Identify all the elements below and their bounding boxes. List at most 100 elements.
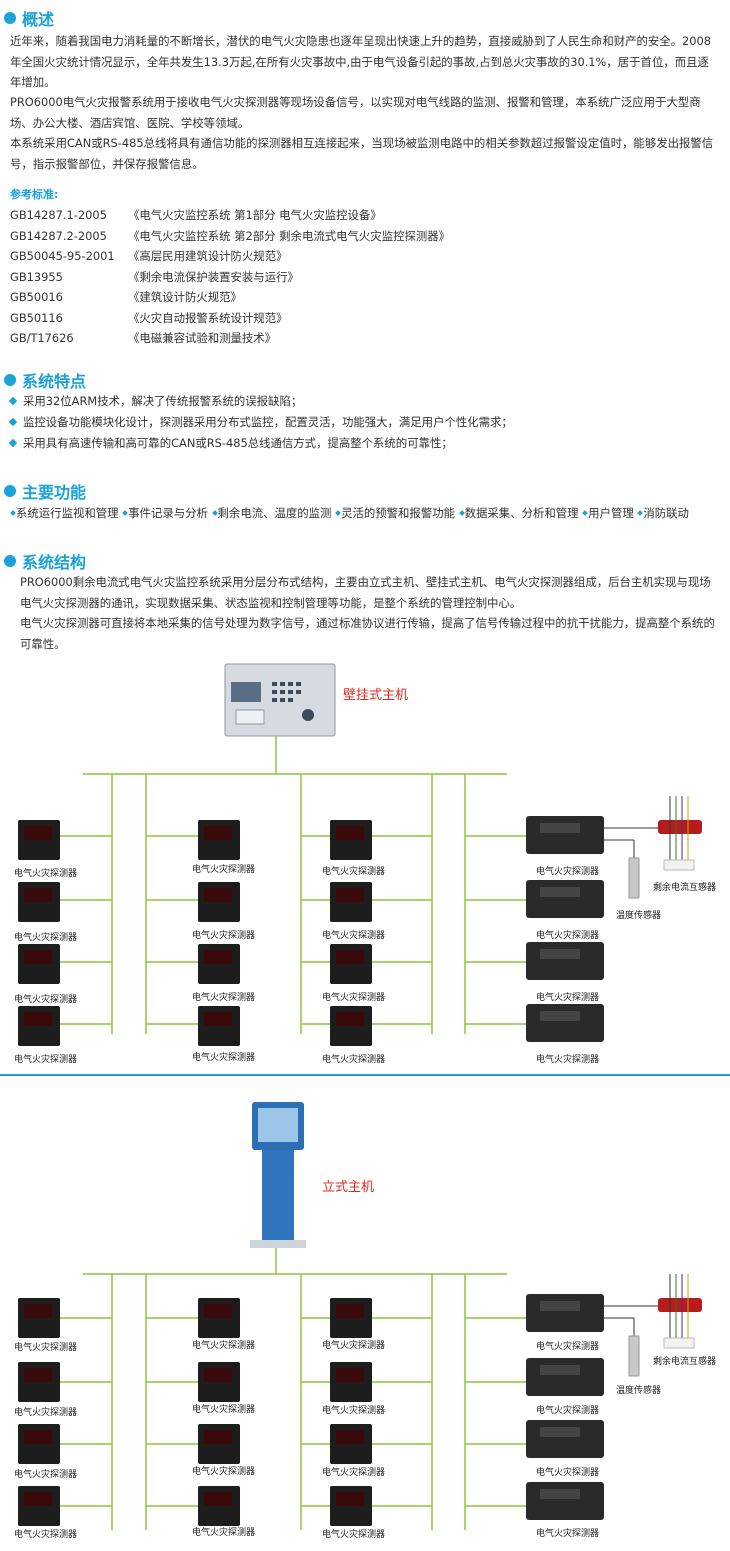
detector-label: 电气火灾探测器 bbox=[14, 995, 78, 1005]
stand-detector-column-1 bbox=[18, 1298, 60, 1526]
feature-item: 采用32位ARM技术，解决了传统报警系统的误报缺陷； bbox=[8, 391, 303, 411]
detector-label: 电气火灾探测器 bbox=[322, 1341, 386, 1351]
detector-label: 电气火灾探测器 bbox=[14, 1530, 78, 1540]
detector-label: 电气火灾探测器 bbox=[536, 993, 600, 1003]
stand-host-device bbox=[250, 1102, 306, 1248]
detector-label: 电气火灾探测器 bbox=[14, 1470, 78, 1480]
detector-label: 电气火灾探测器 bbox=[322, 1406, 386, 1416]
structure-paragraph-2: 电气火灾探测器可直接将本地采集的信号处理为数字信号，通过标准协议进行传输，提高了… bbox=[20, 616, 715, 651]
detector-label: 电气火灾探测器 bbox=[192, 993, 256, 1003]
feature-text: 监控设备功能模块化设计，探测器采用分布式监控，配置灵活，功能强大，满足用户个性化… bbox=[23, 415, 513, 429]
detector-label: 电气火灾探测器 bbox=[14, 933, 78, 943]
detector-label: 电气火灾探测器 bbox=[322, 1530, 386, 1540]
feature-text: 采用具有高速传输和高可靠的CAN或RS-485总线通信方式，提高整个系统的可靠性… bbox=[23, 436, 453, 450]
bullet-dot-icon bbox=[4, 12, 16, 24]
function-item: 用户管理 bbox=[588, 506, 634, 520]
ct-sensor-label: 剩余电流互感器 bbox=[653, 883, 717, 893]
diamond-bullet-icon bbox=[8, 417, 18, 426]
diamond-bullet-icon bbox=[458, 509, 465, 516]
detector-label: 电气火灾探测器 bbox=[192, 1341, 256, 1351]
standard-name: 《电磁兼容试验和测量技术》 bbox=[128, 331, 277, 345]
standard-code: GB50016 bbox=[10, 290, 63, 304]
structure-title: 系统结构 bbox=[22, 553, 87, 572]
detector-label: 电气火灾探测器 bbox=[192, 1053, 256, 1063]
function-item: 剩余电流、温度的监测 bbox=[217, 506, 332, 520]
stand-detector-column-3 bbox=[330, 1298, 372, 1526]
detector-label: 电气火灾探测器 bbox=[536, 931, 600, 941]
detector-label: 电气火灾探测器 bbox=[322, 931, 386, 941]
detector-label: 电气火灾探测器 bbox=[536, 867, 600, 877]
standard-code: GB/T17626 bbox=[10, 331, 74, 345]
standard-code: GB50116 bbox=[10, 311, 63, 325]
standard-name: 《电气火灾监控系统 第2部分 剩余电流式电气火灾监控探测器》 bbox=[128, 229, 451, 243]
overview-title: 概述 bbox=[22, 10, 55, 29]
detector-label: 电气火灾探测器 bbox=[322, 1055, 386, 1065]
detector-label: 电气火灾探测器 bbox=[192, 865, 256, 875]
bullet-dot-icon bbox=[4, 374, 16, 386]
detector-label: 电气火灾探测器 bbox=[536, 1468, 600, 1478]
detector-label: 电气火灾探测器 bbox=[192, 931, 256, 941]
bullet-dot-icon bbox=[4, 555, 16, 567]
diamond-bullet-icon bbox=[8, 438, 18, 447]
standard-code: GB50045-95-2001 bbox=[10, 249, 115, 263]
overview-paragraph-1: 近年来，随着我国电力消耗量的不断增长，潜伏的电气火灾隐患也逐年呈现出快速上升的趋… bbox=[10, 34, 712, 89]
standard-name: 《剩余电流保护装置安装与运行》 bbox=[128, 270, 299, 284]
detector-label: 电气火灾探测器 bbox=[322, 1468, 386, 1478]
diamond-bullet-icon bbox=[8, 396, 18, 405]
overview-paragraph-3: 本系统采用CAN或RS-485总线将具有通信功能的探测器相互连接起来，当现场被监… bbox=[10, 136, 714, 171]
detector-label: 电气火灾探测器 bbox=[192, 1467, 256, 1477]
detector-label: 电气火灾探测器 bbox=[14, 869, 78, 879]
stand-detector-column-4 bbox=[526, 1294, 604, 1520]
detector-label: 电气火灾探测器 bbox=[14, 1343, 78, 1353]
standard-code: GB14287.1-2005 bbox=[10, 208, 107, 222]
overview-heading: 概述 bbox=[4, 6, 54, 30]
function-item: 灵活的预警和报警功能 bbox=[341, 506, 455, 520]
detector-label: 电气火灾探测器 bbox=[536, 1406, 600, 1416]
detector-label: 电气火灾探测器 bbox=[536, 1055, 600, 1065]
function-item: 系统运行监视和管理 bbox=[16, 506, 119, 520]
wall-host-device bbox=[224, 663, 336, 737]
stand-detector-column-2 bbox=[198, 1298, 240, 1526]
standard-name: 《建筑设计防火规范》 bbox=[128, 290, 242, 304]
structure-heading: 系统结构 bbox=[4, 549, 86, 573]
feature-item: 监控设备功能模块化设计，探测器采用分布式监控，配置灵活，功能强大，满足用户个性化… bbox=[8, 412, 513, 432]
feature-item: 采用具有高速传输和高可靠的CAN或RS-485总线通信方式，提高整个系统的可靠性… bbox=[8, 433, 453, 453]
wall-detector-column-1 bbox=[18, 820, 60, 1046]
wall-detector-column-4 bbox=[526, 816, 604, 1042]
detector-label: 电气火灾探测器 bbox=[14, 1055, 78, 1065]
standard-code: GB14287.2-2005 bbox=[10, 229, 107, 243]
functions-heading: 主要功能 bbox=[4, 479, 86, 503]
stand-bus-lines bbox=[60, 1248, 528, 1530]
feature-text: 采用32位ARM技术，解决了传统报警系统的误报缺陷； bbox=[23, 394, 303, 408]
ct-sensor-label: 剩余电流互感器 bbox=[653, 1357, 717, 1367]
reference-standards-title: 参考标准: bbox=[10, 188, 59, 201]
bullet-dot-icon bbox=[4, 485, 16, 497]
detector-label: 电气火灾探测器 bbox=[536, 1529, 600, 1539]
stand-sensor-group bbox=[604, 1274, 702, 1377]
stand-host-label: 立式主机 bbox=[322, 1180, 375, 1195]
features-title: 系统特点 bbox=[22, 372, 87, 391]
detector-label: 电气火灾探测器 bbox=[322, 867, 386, 877]
detector-label: 电气火灾探测器 bbox=[192, 1528, 256, 1538]
detector-label: 电气火灾探测器 bbox=[536, 1342, 600, 1352]
function-item: 数据采集、分析和管理 bbox=[464, 506, 579, 520]
detector-label: 电气火灾探测器 bbox=[14, 1408, 78, 1418]
stand-host-diagram bbox=[18, 1102, 702, 1530]
wall-host-label: 壁挂式主机 bbox=[343, 688, 409, 703]
structure-paragraph-1: PRO6000剩余电流式电气火灾监控系统采用分层分布式结构，主要由立式主机、壁挂… bbox=[20, 575, 711, 610]
diamond-bullet-icon bbox=[211, 509, 218, 516]
detector-label: 电气火灾探测器 bbox=[322, 993, 386, 1003]
standard-name: 《火灾自动报警系统设计规范》 bbox=[128, 311, 288, 325]
section-divider bbox=[0, 1074, 730, 1076]
standard-code: GB13955 bbox=[10, 270, 63, 284]
detector-label: 电气火灾探测器 bbox=[192, 1405, 256, 1415]
diamond-bullet-icon bbox=[10, 509, 16, 516]
standard-name: 《电气火灾监控系统 第1部分 电气火灾监控设备》 bbox=[128, 208, 382, 222]
wall-detector-column-2 bbox=[198, 820, 240, 1046]
functions-title: 主要功能 bbox=[22, 483, 87, 502]
wall-bus-lines bbox=[60, 736, 528, 1034]
overview-paragraph-2: PRO6000电气火灾报警系统用于接收电气火灾探测器等现场设备信号，以实现对电气… bbox=[10, 95, 701, 130]
function-item: 事件记录与分析 bbox=[128, 506, 208, 520]
standard-name: 《高层民用建筑设计防火规范》 bbox=[128, 249, 288, 263]
functions-list: 系统运行监视和管理 事件记录与分析 剩余电流、温度的监测 灵活的预警和报警功能 … bbox=[10, 503, 689, 523]
